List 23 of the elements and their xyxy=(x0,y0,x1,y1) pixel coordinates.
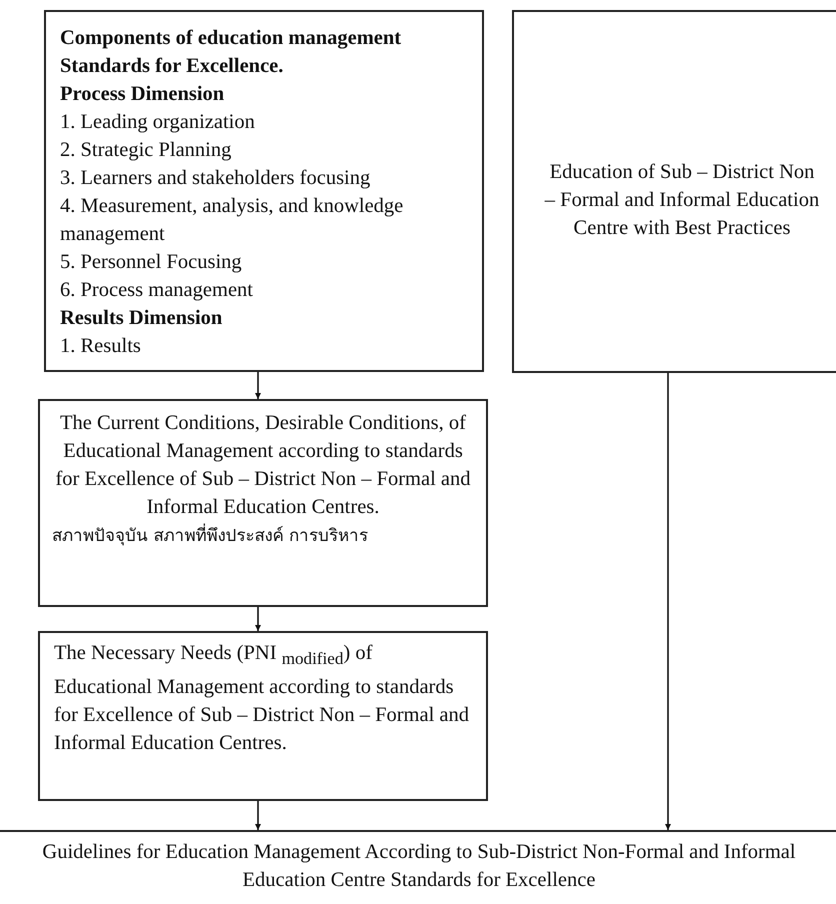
heading: Results Dimension xyxy=(60,306,224,331)
arrow xyxy=(665,373,671,830)
arrow xyxy=(255,607,261,631)
process-box xyxy=(38,631,488,801)
process-box xyxy=(38,399,488,607)
box-text: Education of Sub – District Non – Formal and Informal Education Centre with Best Practices xyxy=(544,160,820,241)
process-box xyxy=(44,10,484,372)
box-text: สภาพปัจจุบัน สภาพที่พึงประสงค์ การบริหาร xyxy=(52,521,474,551)
list-item: 4. Measurement, analysis, and knowledge management xyxy=(60,194,404,247)
box-text: The Current Conditions, Desirable Conditions, of Educational Management according to standards for Excellence of Sub – District Non – Formal and Informal Education Centres. xyxy=(54,411,472,520)
list-item: 6. Process management xyxy=(60,278,254,303)
list-item: 2. Strategic Planning xyxy=(60,138,232,163)
list-item: 5. Personnel Focusing xyxy=(60,250,243,275)
box-text: Guidelines for Education Management According to Sub-District Non-Formal and Informal Education Centre Standards for Excellence xyxy=(41,840,797,893)
heading: Components of education management Standards for Excellence. xyxy=(60,26,402,79)
list-item: 1. Results xyxy=(60,334,142,359)
process-box xyxy=(512,10,836,373)
list-item: 3. Learners and stakeholders focusing xyxy=(60,166,372,191)
arrow xyxy=(255,372,261,399)
arrow xyxy=(255,801,261,830)
heading: Process Dimension xyxy=(60,82,226,107)
box-text: The Necessary Needs (PNI $_{modified}$) of Educational Management according to standards for Excellence of Sub – District Non – Formal and Informal Education Centres. xyxy=(54,641,470,756)
list-item: 1. Leading organization xyxy=(60,110,256,135)
